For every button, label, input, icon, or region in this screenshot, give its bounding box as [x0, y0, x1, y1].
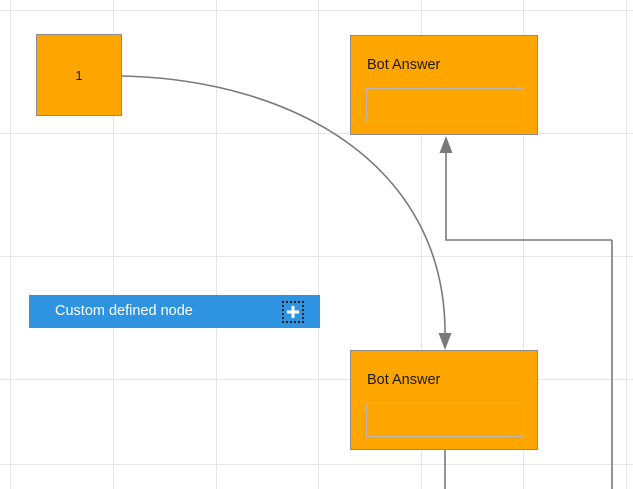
grid-line-horizontal [0, 256, 633, 257]
grid-line-vertical [113, 0, 114, 489]
plus-icon[interactable] [282, 300, 304, 323]
custom-defined-node-label: Custom defined node [55, 303, 193, 320]
node-1[interactable]: 1 [36, 34, 122, 116]
grid-line-horizontal [0, 464, 633, 465]
node-bot-answer-bottom-slot[interactable] [366, 403, 524, 437]
node-bot-answer-top[interactable]: Bot Answer [350, 35, 538, 135]
custom-defined-node-button[interactable]: Custom defined node [29, 295, 320, 328]
grid-line-vertical [523, 0, 524, 489]
node-bot-answer-top-slot[interactable] [366, 88, 524, 122]
grid-line-vertical [10, 0, 11, 489]
node-bot-answer-bottom-title: Bot Answer [367, 372, 441, 388]
grid-line-vertical [216, 0, 217, 489]
grid-line-vertical [626, 0, 627, 489]
grid-line-horizontal [0, 133, 633, 134]
node-1-label: 1 [75, 67, 83, 83]
node-bot-answer-bottom[interactable]: Bot Answer [350, 350, 538, 450]
grid-line-horizontal [0, 379, 633, 380]
grid-line-horizontal [0, 10, 633, 11]
grid-line-vertical [318, 0, 319, 489]
node-bot-answer-top-title: Bot Answer [367, 57, 441, 73]
